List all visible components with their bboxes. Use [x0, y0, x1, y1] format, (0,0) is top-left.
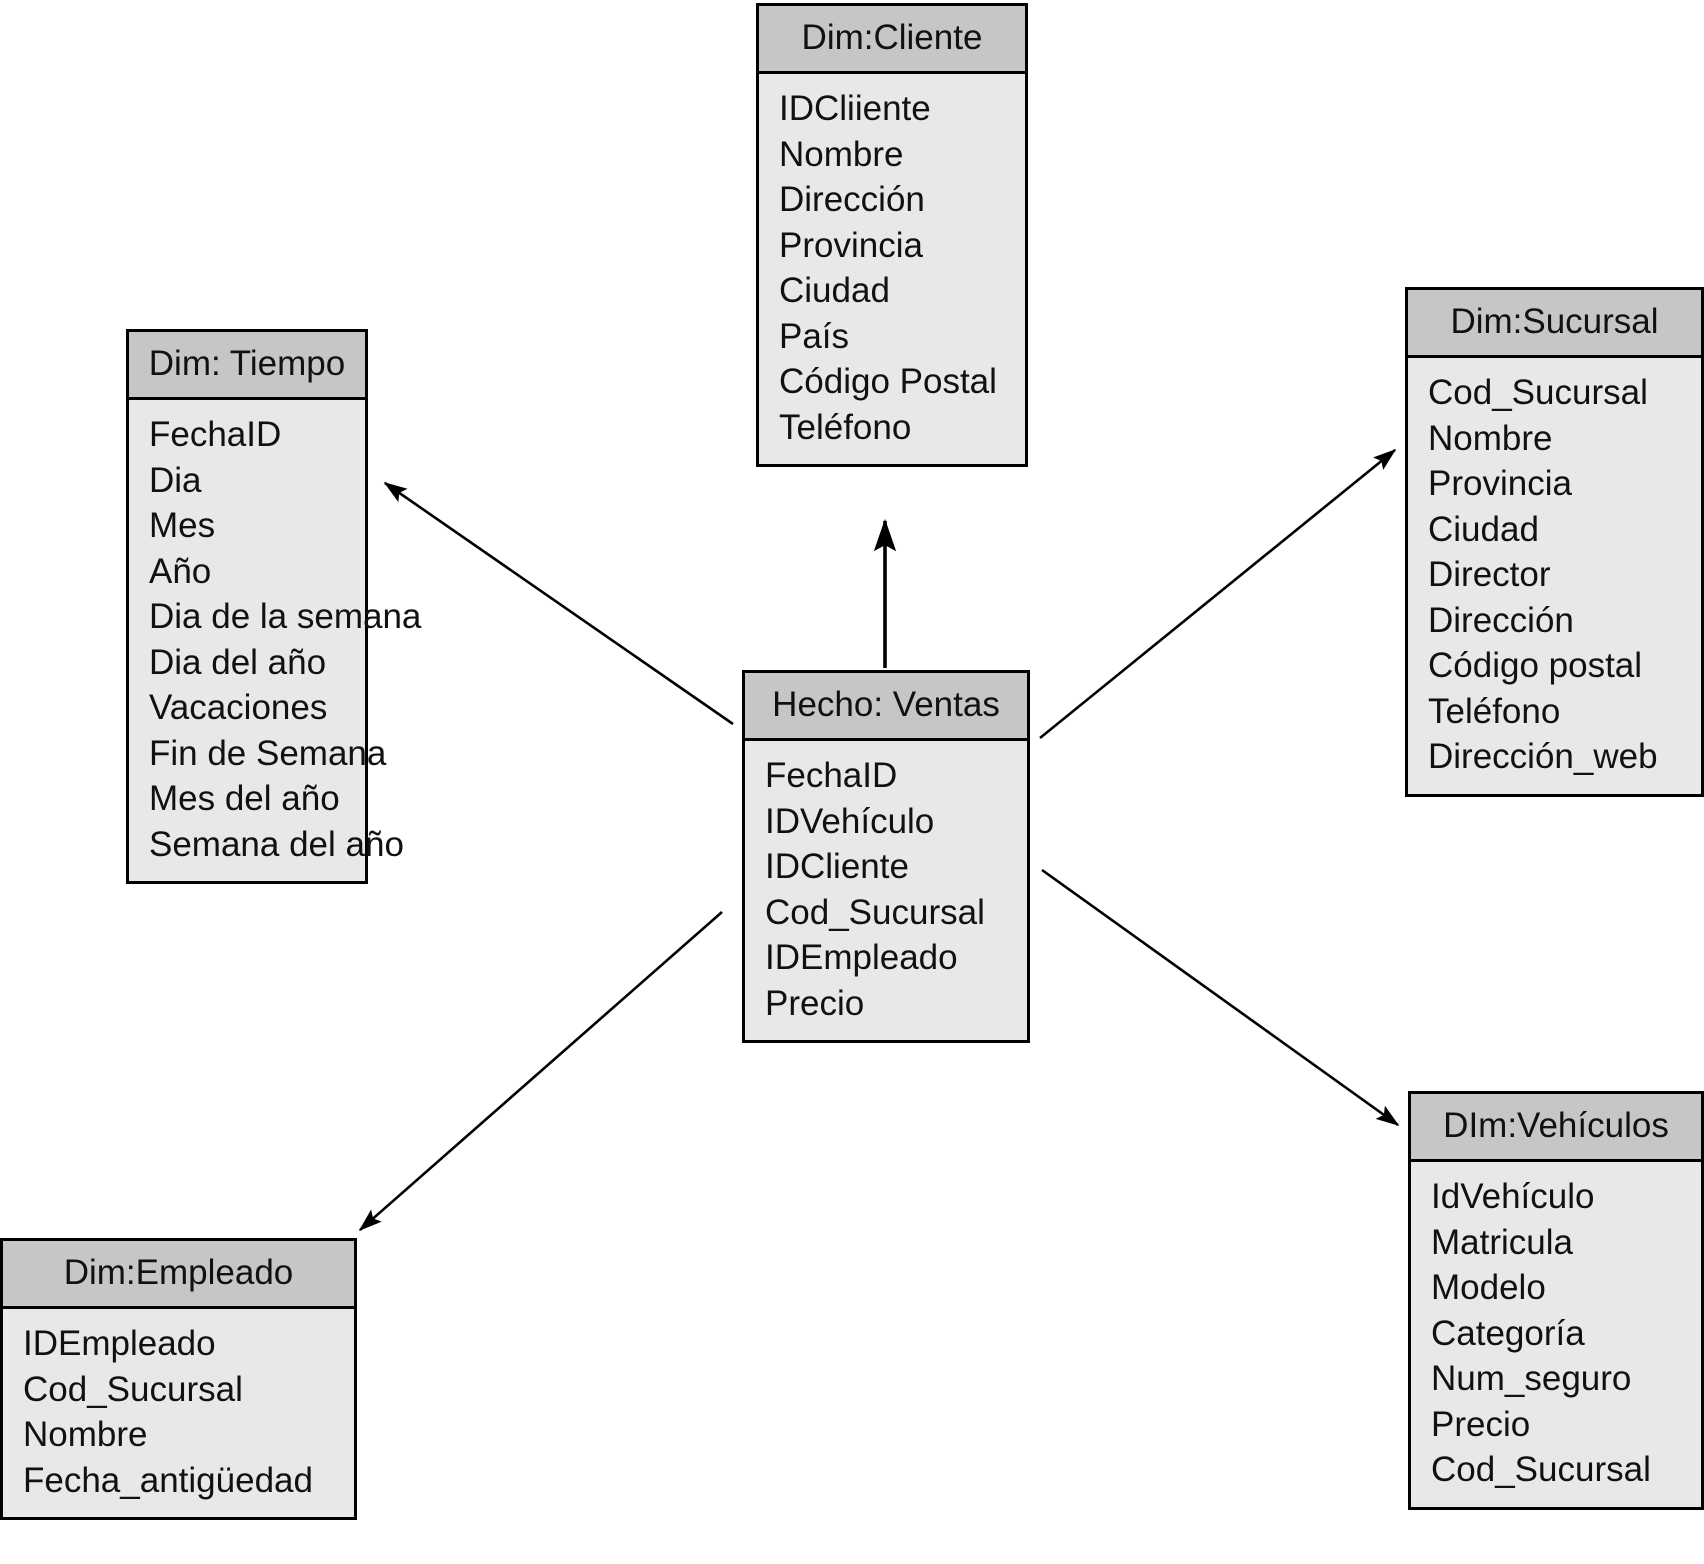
- field-row: Teléfono: [779, 407, 912, 447]
- field-row: Teléfono: [1428, 691, 1561, 731]
- entity-title-dim-empleado: Dim:Empleado: [3, 1241, 354, 1310]
- field-row: IDCliente: [765, 847, 909, 887]
- field-row: Dirección: [779, 180, 925, 220]
- entity-fields-dim-tiempo: FechaID Dia Mes Año Dia de la semana Dia…: [129, 400, 422, 881]
- field-row: Cod_Sucursal: [765, 892, 985, 932]
- field-row: Semana del año: [149, 824, 404, 864]
- field-row: Director: [1428, 555, 1551, 595]
- entity-dim-cliente[interactable]: Dim:Cliente IDCliiente Nombre Dirección …: [756, 3, 1028, 468]
- connector-ventas-sucursal: [1039, 448, 1397, 740]
- entity-fields-fact-ventas: FechaID IDVehículo IDCliente Cod_Sucursa…: [745, 741, 1027, 1040]
- entity-title-fact-ventas: Hecho: Ventas: [745, 673, 1027, 742]
- field-row: Nombre: [1428, 418, 1553, 458]
- field-row: FechaID: [149, 415, 282, 455]
- entity-fields-dim-sucursal: Cod_Sucursal Nombre Provincia Ciudad Dir…: [1408, 358, 1701, 794]
- field-row: Num_seguro: [1431, 1359, 1632, 1399]
- entity-title-dim-cliente: Dim:Cliente: [759, 6, 1025, 75]
- field-row: Precio: [1431, 1404, 1531, 1444]
- field-row: Fin de Semana: [149, 733, 387, 773]
- field-row: Dirección: [1428, 600, 1574, 640]
- connector-ventas-vehiculos: [1041, 868, 1400, 1127]
- field-row: Código postal: [1428, 646, 1643, 686]
- entity-dim-tiempo[interactable]: Dim: Tiempo FechaID Dia Mes Año Dia de l…: [126, 329, 422, 885]
- field-row: Dia de la semana: [149, 597, 422, 637]
- field-row: Precio: [765, 983, 865, 1023]
- connector-ventas-empleado: [358, 911, 723, 1232]
- entity-title-dim-vehiculos: DIm:Vehículos: [1411, 1094, 1701, 1163]
- entity-title-dim-sucursal: Dim:Sucursal: [1408, 290, 1701, 359]
- field-row: Cod_Sucursal: [1431, 1450, 1651, 1490]
- field-row: Cod_Sucursal: [23, 1369, 243, 1409]
- field-row: Modelo: [1431, 1268, 1546, 1308]
- connector-ventas-tiempo: [383, 481, 734, 726]
- field-row: Vacaciones: [149, 688, 328, 728]
- field-row: IDEmpleado: [23, 1324, 216, 1364]
- entity-dim-sucursal[interactable]: Dim:Sucursal Cod_Sucursal Nombre Provinc…: [1405, 287, 1704, 797]
- field-row: Matricula: [1431, 1222, 1573, 1262]
- field-row: IdVehículo: [1431, 1177, 1595, 1217]
- entity-dim-empleado[interactable]: Dim:Empleado IDEmpleado Cod_Sucursal Nom…: [0, 1238, 357, 1521]
- field-row: Dirección_web: [1428, 737, 1658, 777]
- field-row: Código Postal: [779, 362, 997, 402]
- field-row: Dia del año: [149, 642, 327, 682]
- field-row: Provincia: [1428, 464, 1572, 504]
- entity-title-dim-tiempo: Dim: Tiempo: [129, 332, 365, 401]
- field-row: IDVehículo: [765, 801, 935, 841]
- field-row: Categoría: [1431, 1313, 1585, 1353]
- field-row: Cod_Sucursal: [1428, 373, 1648, 413]
- field-row: Ciudad: [1428, 509, 1539, 549]
- field-row: Nombre: [23, 1415, 148, 1455]
- field-row: Año: [149, 551, 212, 591]
- field-row: FechaID: [765, 756, 898, 796]
- entity-fields-dim-empleado: IDEmpleado Cod_Sucursal Nombre Fecha_ant…: [3, 1309, 354, 1517]
- field-row: IDCliiente: [779, 89, 931, 129]
- field-row: Provincia: [779, 225, 923, 265]
- field-row: Nombre: [779, 134, 904, 174]
- entity-dim-vehiculos[interactable]: DIm:Vehículos IdVehículo Matricula Model…: [1408, 1091, 1704, 1510]
- field-row: IDEmpleado: [765, 938, 958, 978]
- field-row: Mes del año: [149, 779, 340, 819]
- field-row: Ciudad: [779, 271, 890, 311]
- field-row: País: [779, 316, 850, 356]
- field-row: Fecha_antigüedad: [23, 1460, 313, 1500]
- entity-fields-dim-cliente: IDCliiente Nombre Dirección Provincia Ci…: [759, 74, 1025, 464]
- entity-fact-ventas[interactable]: Hecho: Ventas FechaID IDVehículo IDClien…: [742, 670, 1030, 1044]
- entity-fields-dim-vehiculos: IdVehículo Matricula Modelo Categoría Nu…: [1411, 1162, 1701, 1507]
- field-row: Mes: [149, 506, 216, 546]
- field-row: Dia: [149, 460, 202, 500]
